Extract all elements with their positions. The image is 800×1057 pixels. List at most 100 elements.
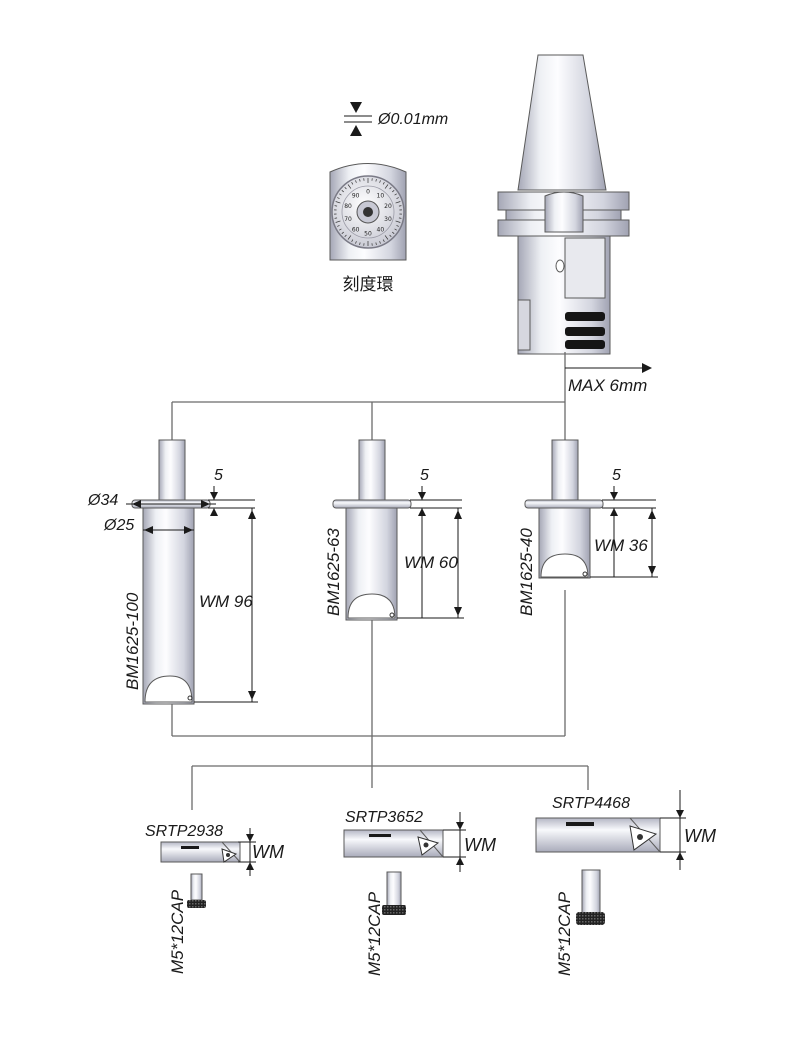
wm-label: WM — [252, 842, 284, 862]
locking-band — [565, 340, 605, 349]
dial-number: 90 — [352, 193, 360, 200]
boring-bar-bm1625-63: BM1625-63 5 WM 60 — [324, 439, 464, 621]
dial-tick — [339, 193, 342, 196]
insert-pocket — [540, 553, 589, 578]
screw-head-icon — [187, 900, 206, 908]
dial-tick — [375, 242, 377, 246]
insert-pocket — [347, 593, 396, 619]
arrow-up-icon — [676, 852, 684, 860]
dial-tick — [337, 197, 340, 199]
dial-number: 40 — [377, 226, 385, 233]
tool-shank — [160, 841, 241, 863]
drive-key — [544, 191, 584, 233]
arrow-left-icon — [144, 526, 153, 534]
dial-tick — [359, 242, 361, 246]
wm-label: WM 60 — [404, 553, 458, 572]
bar-model-label: BM1625-40 — [517, 528, 536, 616]
dial-number: 30 — [384, 216, 392, 223]
dial-number: 20 — [384, 203, 392, 210]
locking-band — [565, 327, 605, 336]
top-connector — [171, 401, 566, 442]
screw-shank — [386, 871, 402, 907]
insert-pocket — [144, 675, 193, 703]
dial-center-icon — [363, 207, 373, 217]
screw-label: M5*12CAP — [168, 889, 187, 974]
dial-tick — [392, 231, 395, 234]
bar-body — [142, 507, 195, 705]
dial-tick — [394, 193, 397, 196]
arrow-down-icon — [246, 834, 254, 842]
flange-diameter-label: Ø34 — [87, 492, 118, 509]
dial-tick — [382, 182, 385, 185]
bar-model-label: BM1625-63 — [324, 528, 343, 616]
dial-tick — [382, 239, 385, 242]
arrow-left-icon — [132, 500, 141, 508]
adjust-screw-icon — [555, 259, 565, 273]
dial-tick — [341, 231, 344, 234]
dial-tick — [396, 225, 399, 227]
top-dimension-label: 5 — [612, 467, 621, 484]
dial-tick — [335, 201, 341, 204]
arrow-up-icon — [648, 510, 656, 519]
max-travel-label: MAX 6mm — [568, 376, 647, 395]
tool-srtp2938: SRTP2938 WM M5*12CAP — [145, 823, 284, 974]
dial-tick — [347, 184, 352, 189]
dial-number: 80 — [344, 203, 352, 210]
arrow-up-icon — [456, 857, 464, 865]
arrow-up-icon — [454, 510, 462, 519]
screw-label: M5*12CAP — [555, 891, 574, 976]
dial-tick — [341, 190, 344, 193]
dial-number: 70 — [344, 216, 352, 223]
boring-bar-bm1625-40: BM1625-40 5 WM 36 — [517, 439, 658, 616]
screw-head-icon — [576, 912, 605, 925]
tool-model-label: SRTP2938 — [145, 823, 223, 840]
arrow-right-icon — [184, 526, 193, 534]
dial-tick — [395, 220, 401, 223]
dial-tick — [389, 186, 392, 190]
wm-label: WM — [464, 835, 496, 855]
taper-shank — [517, 54, 607, 191]
dial-tick — [394, 228, 397, 231]
tool-srtp4468: SRTP4468 WM M5*12CAP — [535, 790, 716, 976]
top-dimension-label: 5 — [214, 467, 223, 484]
arrow-down-icon — [350, 102, 362, 113]
arrow-up-icon — [350, 125, 362, 136]
arrow-down-icon — [610, 492, 618, 500]
accuracy-label: Ø0.01mm — [377, 111, 448, 128]
arrow-down-icon — [454, 607, 462, 616]
dial-tick — [355, 180, 357, 183]
dial-tick — [347, 235, 352, 240]
bore-diameter-label: Ø25 — [103, 517, 134, 534]
dial-tick — [355, 241, 357, 244]
screw-label: M5*12CAP — [365, 891, 384, 976]
middle-connector — [171, 590, 589, 810]
dial-tick — [339, 228, 342, 231]
dial-tick — [375, 178, 377, 182]
dial-tick — [395, 201, 401, 204]
screw-head-icon — [382, 905, 406, 915]
bar-flange — [524, 499, 604, 509]
arrow-right-icon — [642, 363, 652, 373]
arrow-down-icon — [210, 492, 218, 500]
tool-model-label: SRTP3652 — [345, 809, 423, 826]
accuracy-indicator: Ø0.01mm — [344, 102, 448, 136]
tool-holder — [497, 54, 630, 355]
dial-number: 10 — [377, 193, 385, 200]
dial-tick — [384, 184, 389, 189]
arrow-right-icon — [201, 500, 210, 508]
wm-label: WM — [684, 826, 716, 846]
dial-number: 50 — [364, 231, 372, 238]
dial-caption: 刻度環 — [343, 275, 394, 295]
tool-srtp3652: SRTP3652 WM M5*12CAP — [343, 809, 496, 976]
arrow-up-icon — [248, 510, 256, 519]
arrow-up-icon — [246, 862, 254, 870]
arrow-down-icon — [676, 810, 684, 818]
dial-tick — [344, 234, 347, 238]
dial-tick — [351, 239, 354, 242]
dial-tick — [396, 197, 399, 199]
dial-tick — [384, 235, 389, 240]
arrow-down-icon — [248, 691, 256, 700]
tool-model-label: SRTP4468 — [552, 795, 630, 812]
